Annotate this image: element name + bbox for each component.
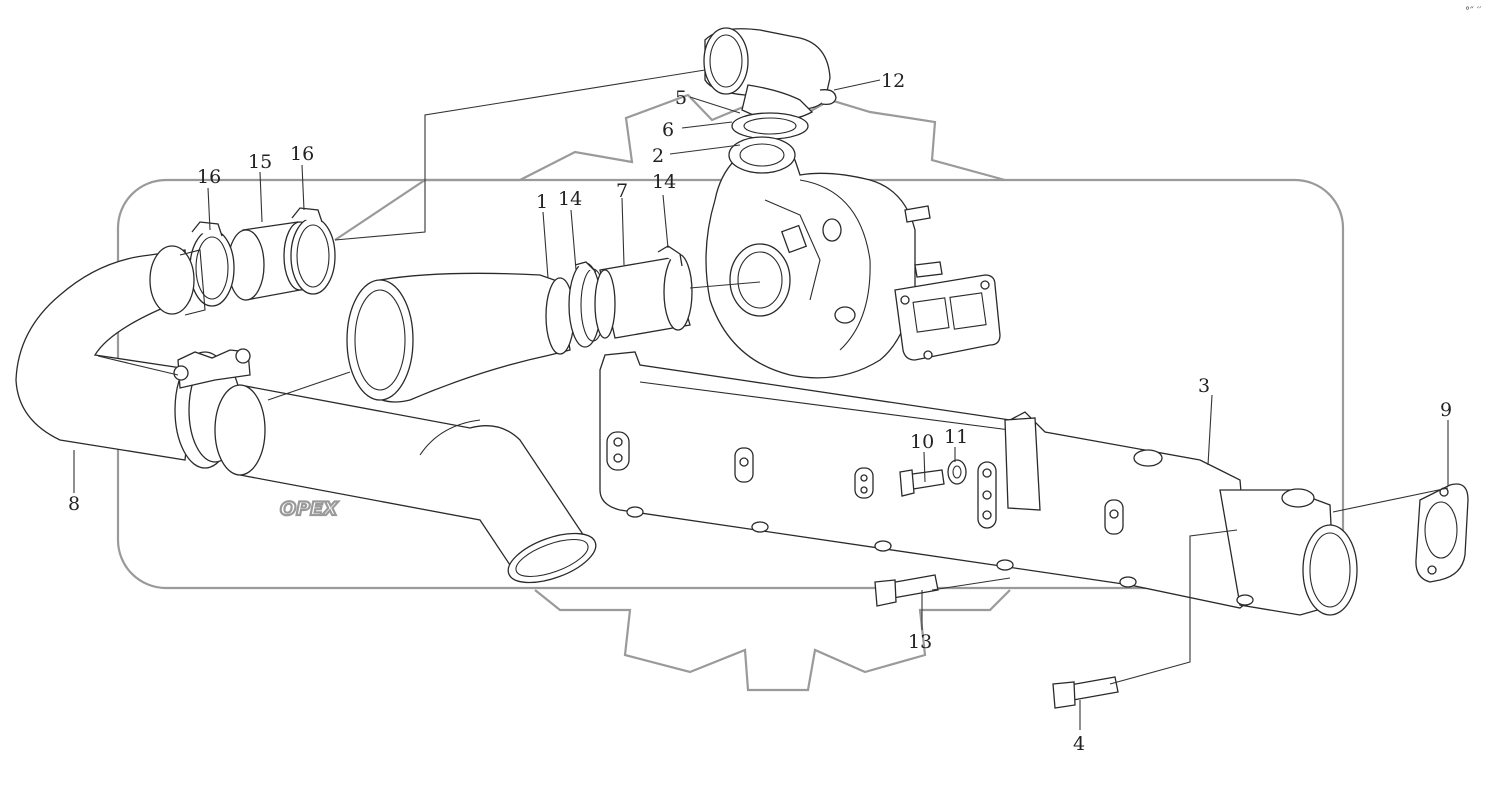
callout-11: 11	[944, 426, 968, 448]
part-bolt-4	[1052, 676, 1119, 709]
callout-9: 9	[1440, 399, 1452, 421]
part-clamp-16a	[189, 221, 235, 307]
part-reducer-1	[346, 272, 575, 403]
callout-6: 6	[662, 119, 674, 141]
part-gasket-ring	[731, 112, 809, 140]
callout-4: 4	[1073, 733, 1085, 755]
part-washer-11	[947, 459, 967, 485]
part-turbocharger	[705, 136, 1001, 379]
parts-drawing	[15, 27, 1469, 709]
part-small-plate	[977, 461, 997, 529]
part-hose-8	[15, 245, 206, 461]
callout-10: 10	[910, 431, 934, 453]
callout-7: 7	[616, 180, 628, 202]
callout-12: 12	[881, 70, 905, 92]
part-bolt-13	[874, 574, 939, 607]
callout-14-b: 14	[652, 171, 676, 193]
part-gasket-9	[1415, 483, 1469, 583]
callout-16-b: 16	[290, 143, 314, 165]
part-clamp-12	[819, 89, 837, 106]
callout-13: 13	[908, 631, 932, 653]
watermark-text: OPEX	[280, 498, 339, 520]
part-clamp-14b	[657, 245, 693, 331]
corner-mark: °″ ′′	[1465, 6, 1482, 17]
callout-8: 8	[68, 493, 80, 515]
callout-2: 2	[652, 145, 664, 167]
watermark-gear	[334, 93, 1011, 692]
part-clamp-16b	[290, 207, 336, 295]
callout-labels: 1 2 3 4 5 6 7 8 9 10 11 12 13 14 14 15 1…	[68, 70, 1452, 755]
callout-15: 15	[248, 151, 272, 173]
callout-5: 5	[675, 87, 687, 109]
part-elbow-top	[703, 27, 831, 121]
callout-1: 1	[536, 191, 548, 213]
callout-16-a: 16	[197, 166, 221, 188]
callout-3: 3	[1198, 375, 1210, 397]
part-long-pipe	[214, 384, 597, 584]
callout-14-a: 14	[558, 188, 582, 210]
leader-lines	[73, 69, 1449, 730]
